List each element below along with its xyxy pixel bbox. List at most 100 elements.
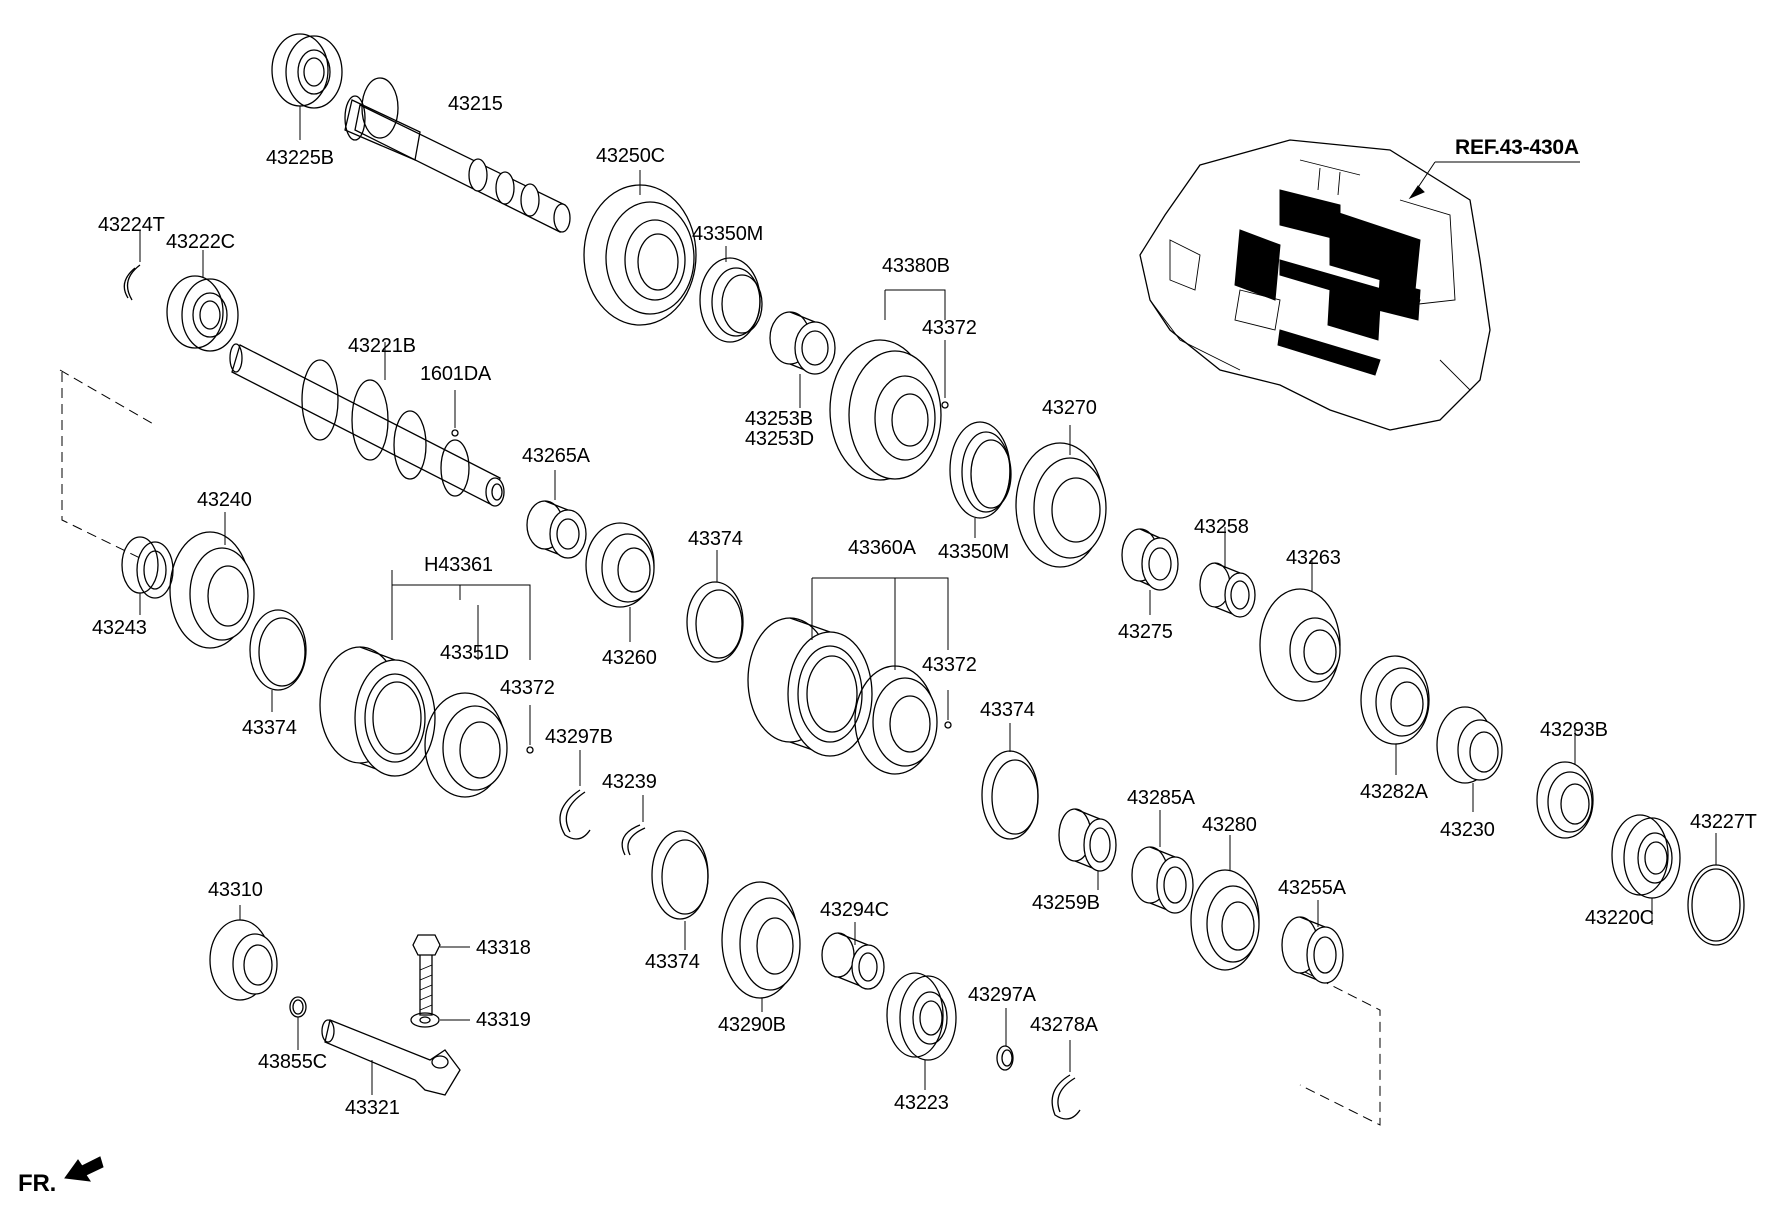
part-label-43220C[interactable]: 43220C bbox=[1585, 907, 1654, 929]
part-label-43253D[interactable]: 43253D bbox=[745, 428, 814, 450]
gear-43290B[interactable] bbox=[721, 881, 801, 999]
snap-ring-43278A[interactable] bbox=[1051, 1074, 1081, 1120]
needle-bearing-43275[interactable] bbox=[1121, 528, 1179, 591]
part-label-43321[interactable]: 43321 bbox=[345, 1097, 400, 1119]
part-label-43253B[interactable]: 43253B bbox=[745, 408, 813, 430]
part-label-43372-left[interactable]: 43372 bbox=[500, 677, 555, 699]
part-label-43270[interactable]: 43270 bbox=[1042, 397, 1097, 419]
part-label-43263[interactable]: 43263 bbox=[1286, 547, 1341, 569]
gear-43230[interactable] bbox=[1436, 706, 1503, 784]
part-label-43259B[interactable]: 43259B bbox=[1032, 892, 1100, 914]
gear-43282A[interactable] bbox=[1360, 655, 1430, 745]
part-label-43372-right[interactable]: 43372 bbox=[922, 654, 977, 676]
part-label-43297B[interactable]: 43297B bbox=[545, 726, 613, 748]
gear-43263[interactable] bbox=[1259, 588, 1341, 702]
part-label-43350M-lower[interactable]: 43350M bbox=[938, 541, 1010, 563]
part-label-H43361[interactable]: H43361 bbox=[424, 554, 493, 576]
washer-43319[interactable] bbox=[410, 1012, 440, 1028]
bearing-43225B[interactable] bbox=[271, 33, 343, 109]
output-shaft-43215[interactable] bbox=[344, 77, 571, 233]
input-shaft-43221B[interactable] bbox=[229, 343, 505, 507]
bushing-43259B[interactable] bbox=[1058, 808, 1117, 872]
part-label-43310[interactable]: 43310 bbox=[208, 879, 263, 901]
part-label-43265A[interactable]: 43265A bbox=[522, 445, 590, 467]
part-label-43855C[interactable]: 43855C bbox=[258, 1051, 327, 1073]
part-label-43290B[interactable]: 43290B bbox=[718, 1014, 786, 1036]
bolt-43318[interactable] bbox=[412, 934, 441, 1016]
part-label-43374-left[interactable]: 43374 bbox=[242, 717, 297, 739]
part-label-43224T[interactable]: 43224T bbox=[98, 214, 165, 236]
part-label-43278A[interactable]: 43278A bbox=[1030, 1014, 1098, 1036]
part-label-43225B[interactable]: 43225B bbox=[266, 147, 334, 169]
part-label-43360A[interactable]: 43360A bbox=[848, 537, 916, 559]
snap-ring-43227T[interactable] bbox=[1687, 864, 1745, 946]
part-label-43260[interactable]: 43260 bbox=[602, 647, 657, 669]
part-label-43297A[interactable]: 43297A bbox=[968, 984, 1036, 1006]
needle-bearing-43255A[interactable] bbox=[1281, 916, 1344, 984]
part-label-43250C[interactable]: 43250C bbox=[596, 145, 665, 167]
synchro-ring-43374-center[interactable] bbox=[686, 581, 744, 663]
part-label-43275[interactable]: 43275 bbox=[1118, 621, 1173, 643]
part-label-43374-a[interactable]: 43374 bbox=[688, 528, 743, 550]
gear-43240[interactable] bbox=[169, 531, 255, 649]
part-label-43374-lower[interactable]: 43374 bbox=[645, 951, 700, 973]
needle-bearing-43265A[interactable] bbox=[526, 500, 587, 559]
shaft-43321[interactable] bbox=[321, 1019, 461, 1096]
part-label-43351D[interactable]: 43351D bbox=[440, 642, 509, 664]
ring-43297A[interactable] bbox=[996, 1045, 1014, 1071]
synchro-sleeve-43360A[interactable] bbox=[747, 617, 873, 757]
synchro-ring-43374-lower-right[interactable] bbox=[981, 750, 1039, 840]
part-label-43285A[interactable]: 43285A bbox=[1127, 787, 1195, 809]
part-label-43230[interactable]: 43230 bbox=[1440, 819, 1495, 841]
synchro-ring-43374-lower-left[interactable] bbox=[651, 830, 709, 920]
part-label-43319[interactable]: 43319 bbox=[476, 1009, 531, 1031]
bushing-43294C[interactable] bbox=[821, 932, 885, 990]
part-label-43293B[interactable]: 43293B bbox=[1540, 719, 1608, 741]
snap-ring-43239[interactable] bbox=[621, 824, 646, 856]
gear-43310[interactable] bbox=[209, 919, 278, 1001]
transmission-case-reference[interactable] bbox=[1139, 139, 1491, 431]
part-label-43318[interactable]: 43318 bbox=[476, 937, 531, 959]
synchro-ring-43374-left[interactable] bbox=[249, 609, 307, 691]
bearing-43220C[interactable] bbox=[1611, 814, 1681, 899]
part-label-43221B[interactable]: 43221B bbox=[348, 335, 416, 357]
part-label-43255A[interactable]: 43255A bbox=[1278, 877, 1346, 899]
bearing-43222C[interactable] bbox=[166, 275, 239, 352]
front-direction-arrow-icon bbox=[64, 1156, 104, 1182]
gear-43293B[interactable] bbox=[1536, 761, 1594, 839]
needle-bearing-43253B[interactable] bbox=[769, 311, 836, 375]
synchro-sleeve-H43361[interactable] bbox=[319, 646, 436, 777]
part-label-43280[interactable]: 43280 bbox=[1202, 814, 1257, 836]
part-label-43243[interactable]: 43243 bbox=[92, 617, 147, 639]
part-label-43350M-upper[interactable]: 43350M bbox=[692, 223, 764, 245]
snap-ring-43297B[interactable] bbox=[559, 789, 591, 840]
part-label-43374-b[interactable]: 43374 bbox=[980, 699, 1035, 721]
part-label-43239[interactable]: 43239 bbox=[602, 771, 657, 793]
bearing-43223[interactable] bbox=[886, 972, 957, 1061]
part-label-43223[interactable]: 43223 bbox=[894, 1092, 949, 1114]
part-label-43282A[interactable]: 43282A bbox=[1360, 781, 1428, 803]
part-label-43372-upper[interactable]: 43372 bbox=[922, 317, 977, 339]
part-label-43294C[interactable]: 43294C bbox=[820, 899, 889, 921]
bushing-43258[interactable] bbox=[1199, 562, 1256, 618]
part-label-43222C[interactable]: 43222C bbox=[166, 231, 235, 253]
gear-43270[interactable] bbox=[1015, 442, 1107, 568]
needle-bearing-43285A[interactable] bbox=[1131, 846, 1194, 914]
part-label-43227T[interactable]: 43227T bbox=[1690, 811, 1757, 833]
gear-43260[interactable] bbox=[585, 522, 655, 608]
synchro-assembly-43380B[interactable] bbox=[829, 339, 942, 481]
bushing-43243[interactable] bbox=[121, 536, 174, 599]
part-label-43258[interactable]: 43258 bbox=[1194, 516, 1249, 538]
part-label-43240[interactable]: 43240 bbox=[197, 489, 252, 511]
snap-ring-43224T[interactable] bbox=[123, 264, 141, 301]
gear-43250C[interactable] bbox=[583, 184, 697, 326]
synchro-ring-43350M-upper[interactable] bbox=[699, 257, 763, 343]
part-label-43215[interactable]: 43215 bbox=[448, 93, 503, 115]
part-label-1601DA[interactable]: 1601DA bbox=[420, 363, 492, 385]
ring-43855C[interactable] bbox=[289, 996, 307, 1018]
synchro-hub-43351D[interactable] bbox=[424, 692, 508, 798]
gear-43280[interactable] bbox=[1190, 869, 1260, 971]
synchro-ring-43350M-lower[interactable] bbox=[949, 421, 1012, 519]
part-label-43380B[interactable]: 43380B bbox=[882, 255, 950, 277]
